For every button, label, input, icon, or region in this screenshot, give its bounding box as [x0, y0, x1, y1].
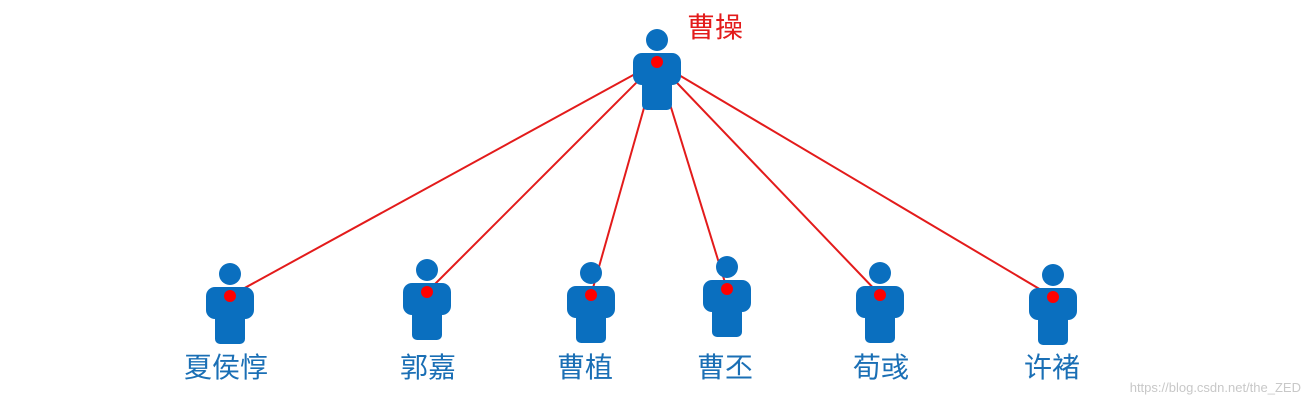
child-person-icon-3: [567, 262, 615, 343]
connector-line-1: [229, 61, 658, 297]
connector-line-6: [656, 61, 1054, 298]
child-connector-dot-1: [224, 290, 236, 302]
connector-line-2: [426, 61, 658, 293]
child-label-2: 郭嘉: [399, 351, 457, 384]
child-label-1: 夏侯惇: [183, 351, 269, 384]
watermark: https://blog.csdn.net/the_ZED: [1129, 380, 1301, 395]
child-person-icon-5: [856, 262, 904, 343]
child-connector-dot-4: [721, 283, 733, 295]
child-connector-dot-3: [585, 289, 597, 301]
child-person-icon-1: [206, 263, 254, 344]
child-connector-dot-5: [874, 289, 886, 301]
connector-line-5: [656, 61, 881, 296]
root-label: 曹操: [687, 11, 744, 44]
child-person-icon-4: [703, 256, 751, 337]
child-connector-dot-6: [1047, 291, 1059, 303]
root-connector-dot: [651, 56, 663, 68]
child-label-6: 许褚: [1023, 351, 1081, 384]
child-label-4: 曹丕: [696, 351, 754, 384]
child-person-icon-6: [1029, 264, 1077, 345]
root-person-icon: [633, 29, 681, 110]
child-label-3: 曹植: [556, 351, 614, 384]
child-person-icon-2: [403, 259, 451, 340]
child-label-5: 荀彧: [852, 351, 910, 384]
child-connector-dot-2: [421, 286, 433, 298]
